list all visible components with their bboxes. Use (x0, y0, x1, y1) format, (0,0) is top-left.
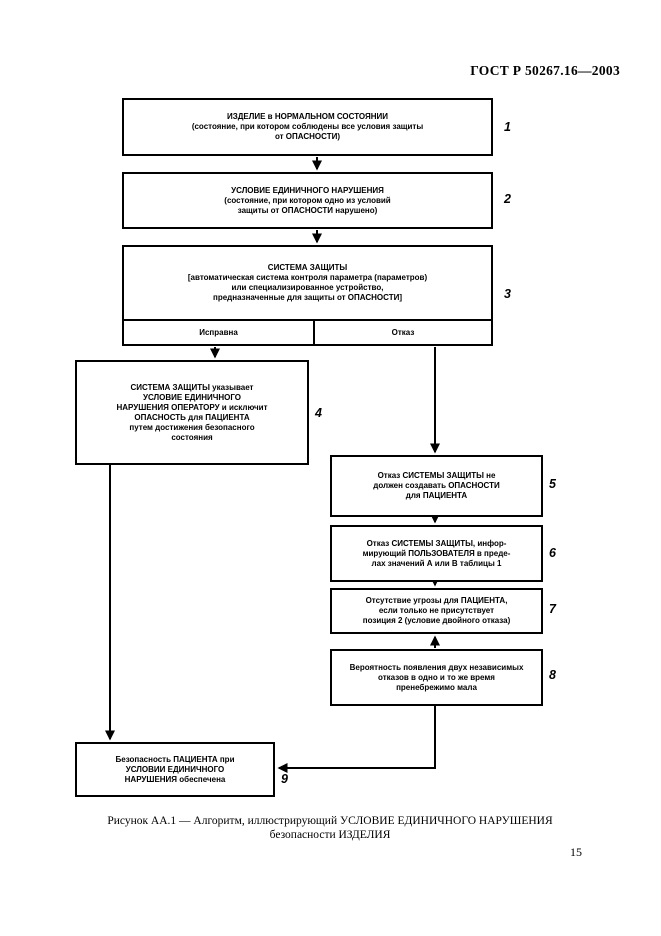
figure-caption-line1: Рисунок АА.1 — Алгоритм, иллюстрирующий … (107, 815, 553, 827)
figure-caption: Рисунок АА.1 — Алгоритм, иллюстрирующий … (55, 814, 605, 842)
box-number-6: 6 (549, 546, 556, 560)
flow-box-7: Отсутствие угрозы для ПАЦИЕНТА, если тол… (330, 588, 543, 634)
flow-box-6-text: Отказ СИСТЕМЫ ЗАЩИТЫ, инфор- мирующий ПО… (362, 538, 511, 568)
flow-box-8: Вероятность появления двух независимых о… (330, 649, 543, 706)
flow-box-9: Безопасность ПАЦИЕНТА при УСЛОВИИ ЕДИНИЧ… (75, 742, 275, 797)
figure-caption-line2: безопасности ИЗДЕЛИЯ (269, 829, 391, 841)
box-number-8: 8 (549, 668, 556, 682)
flow-box-5: Отказ СИСТЕМЫ ЗАЩИТЫ не должен создавать… (330, 455, 543, 517)
box-number-3: 3 (504, 287, 511, 301)
box-number-7: 7 (549, 602, 556, 616)
branch-label-fail: Отказ (391, 328, 415, 337)
flow-box-3-text: СИСТЕМА ЗАЩИТЫ [автоматическая система к… (187, 263, 428, 302)
flow-box-8-text: Вероятность появления двух независимых о… (349, 662, 524, 692)
box-number-2: 2 (504, 192, 511, 206)
flow-box-3: СИСТЕМА ЗАЩИТЫ [автоматическая система к… (122, 245, 493, 321)
flow-box-2-text: УСЛОВИЕ ЕДИНИЧНОГО НАРУШЕНИЯ (состояние,… (224, 185, 391, 215)
flow-box-5-text: Отказ СИСТЕМЫ ЗАЩИТЫ не должен создавать… (373, 471, 500, 500)
flow-box-2: УСЛОВИЕ ЕДИНИЧНОГО НАРУШЕНИЯ (состояние,… (122, 172, 493, 229)
flow-box-1-text: ИЗДЕЛИЕ в НОРМАЛЬНОМ СОСТОЯНИИ (состояни… (191, 112, 424, 141)
flow-box-4: СИСТЕМА ЗАЩИТЫ указывает УСЛОВИЕ ЕДИНИЧН… (75, 360, 309, 465)
branch-label-ok: Исправна (124, 321, 315, 344)
page-number: 15 (570, 845, 582, 859)
box-number-9: 9 (281, 772, 288, 786)
flow-box-9-text: Безопасность ПАЦИЕНТА при УСЛОВИИ ЕДИНИЧ… (115, 754, 235, 784)
flow-box-4-text: СИСТЕМА ЗАЩИТЫ указывает УСЛОВИЕ ЕДИНИЧН… (116, 382, 268, 442)
flow-box-7-text: Отсутствие угрозы для ПАЦИЕНТА, если тол… (362, 596, 511, 625)
box-number-5: 5 (549, 477, 556, 491)
box-number-1: 1 (504, 120, 511, 134)
protection-system-status-row: Исправна Отказ (122, 319, 493, 346)
doc-header: ГОСТ Р 50267.16—2003 (470, 63, 620, 78)
flow-box-1: ИЗДЕЛИЕ в НОРМАЛЬНОМ СОСТОЯНИИ (состояни… (122, 98, 493, 156)
box-number-4: 4 (315, 406, 322, 420)
flow-box-6: Отказ СИСТЕМЫ ЗАЩИТЫ, инфор- мирующий ПО… (330, 525, 543, 582)
connector-box8-box9 (277, 704, 436, 773)
